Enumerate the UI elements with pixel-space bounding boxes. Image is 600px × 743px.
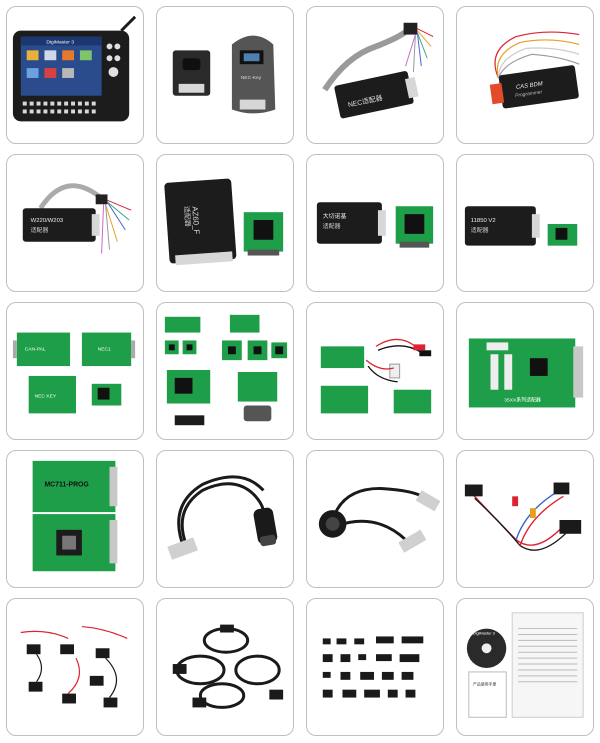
wire-harness-image (464, 482, 582, 551)
tile-obd-cable-round[interactable] (156, 450, 294, 588)
35xx-board-image: 35XX系列适配器 (468, 338, 584, 408)
cas-bdm-image: CAS BDM Programmer (489, 31, 580, 109)
tile-35xx-board[interactable]: 35XX系列适配器 (456, 302, 594, 440)
35xx-label: 35XX系列适配器 (504, 397, 541, 404)
tile-nec-adapter[interactable]: NEC适配器 (306, 6, 444, 144)
tms-sub-label: 适配器 (471, 226, 489, 234)
tile-clip-adapters[interactable] (306, 302, 444, 440)
tile-tablet-device[interactable]: DigiMaster 3 (6, 6, 144, 144)
connector-cables-image (20, 626, 128, 708)
w220-adapter-image: W220/W203 适配器 (22, 183, 132, 254)
cd-title: DigiMaster 3 (473, 630, 496, 635)
cas-label: CAS BDM (516, 81, 544, 91)
tms-label: 11850 V2 (471, 218, 496, 224)
programmer-label: Programmer (515, 89, 543, 99)
az60-adapter-image: AZ60_F 适配器 (164, 178, 284, 266)
ic-chips-image (322, 636, 424, 698)
obd-cable-bmw-image (318, 486, 441, 553)
az60-sub-label: 适配器 (182, 206, 192, 227)
tile-adapter-handheld[interactable]: NEC-Key (156, 6, 294, 144)
tile-nec-chip-adapter[interactable]: 大切诺基 适配器 (306, 154, 444, 292)
tms-adapter-image: 11850 V2 适配器 (464, 206, 578, 246)
nec-key-label: NEC KEY (35, 394, 57, 400)
tile-mc711-board[interactable]: MC711-PROG (6, 450, 144, 588)
nec-chip-adapter-image: 大切诺基 适配器 (316, 202, 434, 248)
nec1-label: NEC1 (98, 346, 111, 352)
clip-adapters-image (320, 338, 432, 414)
tile-obd-extension-cables[interactable] (156, 598, 294, 736)
tile-wire-harness[interactable] (456, 450, 594, 588)
tile-w220-adapter[interactable]: W220/W203 适配器 (6, 154, 144, 292)
tile-ic-chips[interactable] (306, 598, 444, 736)
mc711-label: MC711-PROG (44, 481, 88, 488)
nec-chip-label: 大切诺基 (323, 212, 347, 220)
tile-cas-bdm[interactable]: CAS BDM Programmer (456, 6, 594, 144)
tile-tms-adapter[interactable]: 11850 V2 适配器 (456, 154, 594, 292)
w220-sub-label: 适配器 (31, 226, 49, 234)
product-grid: DigiMaster 3 (6, 6, 594, 737)
tile-connector-cables[interactable] (6, 598, 144, 736)
tile-pcb-adapters-b[interactable] (156, 302, 294, 440)
tablet-title: DigiMaster 3 (46, 39, 74, 45)
handheld-label: NEC-Key (241, 75, 262, 81)
w220-label: W220/W203 (31, 218, 64, 224)
obd-cable-round-image (167, 475, 278, 560)
tile-obd-cable-bmw[interactable] (306, 450, 444, 588)
tile-pcb-adapters-a[interactable]: CAN-PAL NEC1 NEC KEY (6, 302, 144, 440)
nec-adapter-image: NEC适配器 (322, 22, 434, 119)
can-pal-label: CAN-PAL (25, 346, 46, 352)
obd-extension-cables-image (172, 624, 284, 709)
manual-title: 产品使用手册 (473, 682, 497, 687)
pcb-adapters-b-image (164, 314, 288, 426)
pcb-adapters-a-image: CAN-PAL NEC1 NEC KEY (12, 332, 136, 414)
mc711-board-image: MC711-PROG (32, 460, 118, 572)
cd-manual-image: DigiMaster 3 产品使用手册 (466, 612, 584, 718)
tile-az60-adapter[interactable]: AZ60_F 适配器 (156, 154, 294, 292)
adapter-handheld-image: NEC-Key (172, 35, 276, 114)
tile-cd-manual[interactable]: DigiMaster 3 产品使用手册 (456, 598, 594, 736)
az60-label: AZ60_F (190, 206, 201, 235)
tablet-device-image: DigiMaster 3 (12, 15, 137, 122)
nec-chip-sub-label: 适配器 (323, 222, 341, 230)
